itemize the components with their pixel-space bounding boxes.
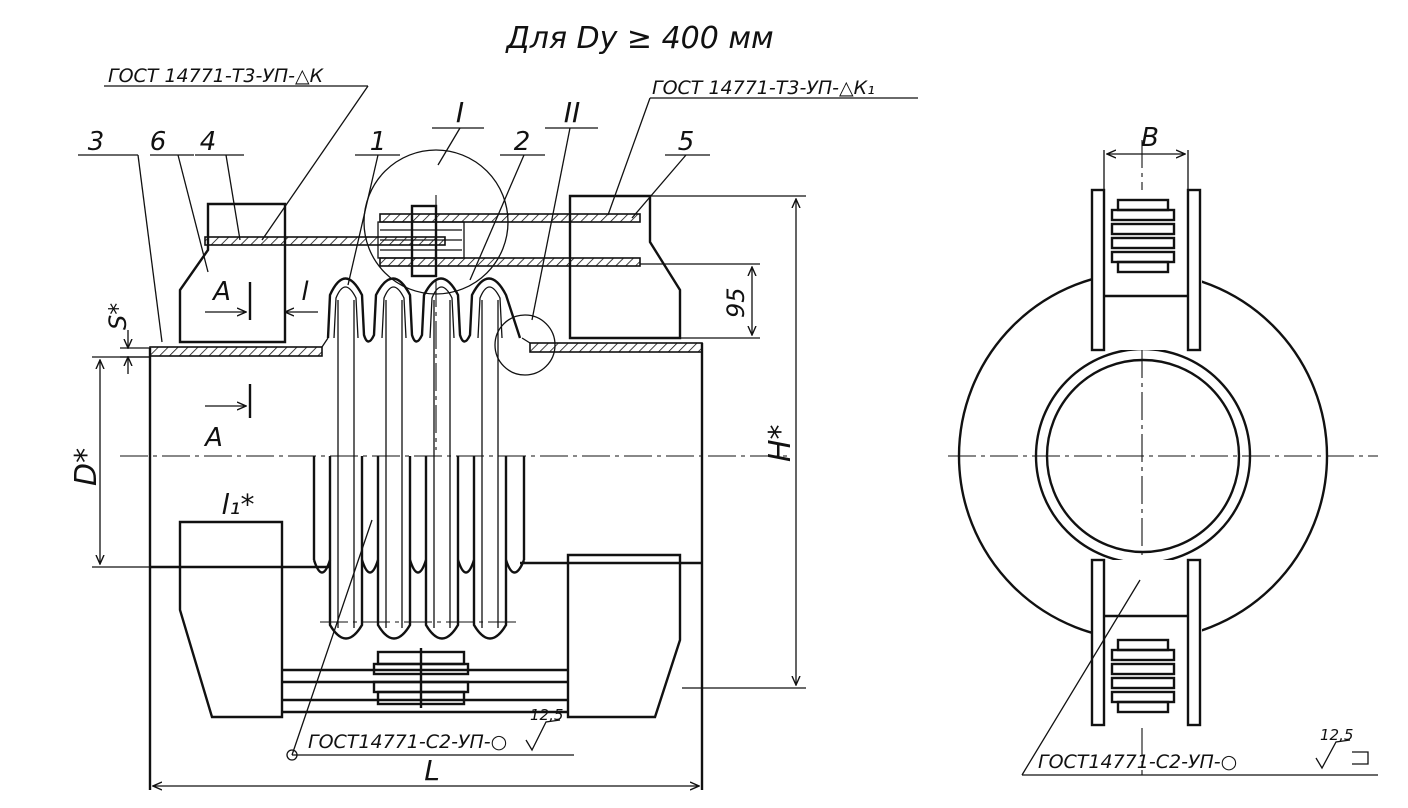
dim-length: L [424,754,440,787]
upper-clamp [1090,188,1202,352]
part-leaders [78,127,710,343]
section-mark-a-bottom: А [203,423,223,453]
roughness-check-icon-side [1315,739,1351,770]
left-lower-bracket [178,520,284,719]
part-number-2: 2 [514,127,531,157]
side-view: B ГОСТ14771-С2-УП-○ 12,5 [948,123,1378,776]
section-mark-a-top: А [211,277,231,307]
detail-circle-II [494,314,556,376]
roughness-side: 12,5 [1320,726,1353,744]
weld-callout-c2-side: ГОСТ14771-С2-УП-○ [1038,751,1237,773]
part-number-3: 3 [88,127,105,157]
weld-callout-c2-front: ГОСТ14771-С2-УП-○ [308,731,507,753]
lower-clamp [1090,558,1202,727]
dim-s: S* [104,303,132,330]
dim-h: H* [763,424,798,462]
dim-d: D* [69,448,104,486]
bellows-lower-half [312,300,526,640]
right-pipe-wall [529,342,703,353]
section-marks [205,282,252,418]
tie-bolt [410,204,438,278]
weld-callout-k1: ГОСТ 14771-Т3-УП-△К₁ [652,77,875,99]
weld-callout-k: ГОСТ 14771-Т3-УП-△К [108,65,325,87]
right-tie-plate-lower [379,257,641,267]
bellows-upper-outer [326,277,522,343]
right-lower-bracket [566,553,682,719]
part-number-1: 1 [370,127,387,157]
dim-95: 95 [722,287,750,318]
dim-l: l [301,277,309,307]
dim-width: B [1141,123,1159,153]
pipe-inner-circle [1045,358,1241,554]
drawing-title: Для Dy ≥ 400 мм [504,21,773,56]
roughness-check-icon [525,719,561,752]
detail-mark-I: I [456,96,464,129]
part-number-5: 5 [678,127,695,157]
front-view: 3 6 4 1 2 5 I II ГОСТ 14771-Т3-УП-△К ГОС… [69,65,918,790]
detail-mark-II: II [564,96,581,129]
left-tie-plate [204,236,446,246]
dim-l1: l₁* [221,488,254,521]
left-upper-bracket [178,202,287,344]
roughness-front: 12,5 [530,706,563,724]
left-pipe-wall [149,346,323,357]
part-number-4: 4 [200,127,217,157]
detail-circle-I [363,149,509,295]
lower-tie-nut-stack [372,648,470,708]
right-tie-plate-upper [379,213,641,223]
part-number-6: 6 [150,127,167,157]
